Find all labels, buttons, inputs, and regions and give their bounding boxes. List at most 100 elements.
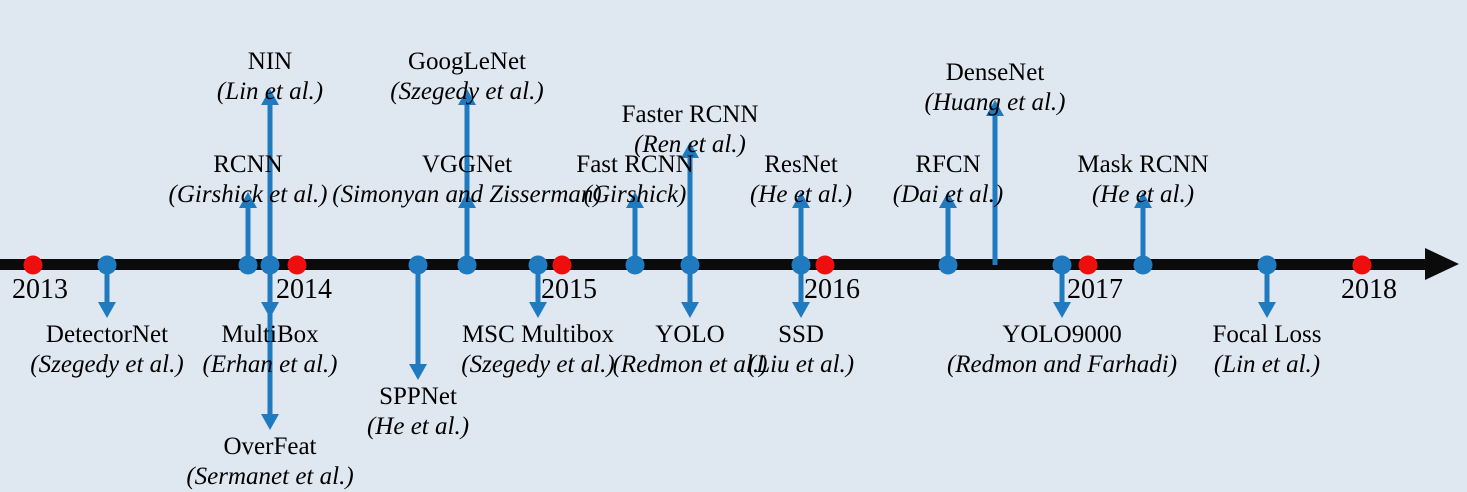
- connector-stem: [415, 264, 421, 366]
- connector-arrowhead-icon: [261, 89, 279, 105]
- timeline-event-marker[interactable]: [938, 255, 958, 274]
- connector-arrowhead-icon: [681, 142, 699, 158]
- entry-name: SSD: [778, 321, 824, 348]
- entry-label: DetectorNet (Szegedy et al.): [30, 320, 183, 380]
- connector-stem: [1140, 206, 1146, 265]
- connector-stem: [267, 264, 273, 416]
- entry-label: YOLO (Redmon et al.): [613, 320, 768, 380]
- timeline-event-marker[interactable]: [238, 255, 258, 274]
- entry-authors: (Simonyan and Zisserman): [332, 181, 602, 208]
- connector-stem: [687, 156, 693, 265]
- connector-stem: [104, 264, 110, 304]
- connector-arrowhead-icon: [98, 302, 116, 318]
- entry-label: DenseNet (Huang et al.): [925, 58, 1066, 118]
- connector-arrowhead-icon: [681, 302, 699, 318]
- entry-label: OverFeat (Sermanet et al.): [186, 432, 353, 492]
- entry-name: MultiBox: [221, 321, 319, 348]
- connector-stem: [798, 264, 804, 304]
- connector-arrowhead-icon: [529, 302, 547, 318]
- connector-arrowhead-icon: [939, 192, 957, 208]
- entry-authors: (Huang et al.): [924, 89, 1066, 116]
- entry-name: RCNN: [213, 151, 283, 178]
- connector-stem: [1264, 264, 1270, 304]
- timeline-axis: [0, 259, 1443, 270]
- entry-label: YOLO9000(Redmon and Farhadi): [947, 320, 1177, 380]
- timeline-arrowhead-icon: [1425, 248, 1459, 280]
- entry-authors: (Erhan et al.): [202, 351, 338, 378]
- entry-authors: (Sermanet et al.): [186, 463, 354, 490]
- timeline-year-marker[interactable]: [287, 255, 307, 274]
- year-label-2017: 2017: [1067, 274, 1123, 305]
- entry-label: RFCN (Dai et al.): [893, 150, 1003, 210]
- entry-label: Fast RCNN (Girshick): [576, 150, 693, 210]
- entry-authors: (Ren et al.): [634, 131, 746, 158]
- entry-authors: (Dai et al.): [892, 181, 1004, 208]
- entry-name: RFCN: [915, 151, 981, 178]
- year-label-2018: 2018: [1341, 274, 1397, 305]
- entry-label: ResNet (He et al.): [750, 150, 852, 210]
- entry-name: DenseNet: [945, 59, 1045, 86]
- entry-authors: (He et al.): [366, 413, 470, 440]
- entry-authors: (Girshick et al.): [168, 181, 328, 208]
- entry-label: NIN (Lin et al.): [217, 47, 323, 107]
- year-label-2014: 2014: [276, 274, 332, 305]
- entry-name: Faster RCNN: [621, 101, 759, 128]
- connector-arrowhead-icon: [1053, 302, 1071, 318]
- connector-stem: [267, 103, 273, 265]
- connector-arrowhead-icon: [986, 100, 1004, 116]
- entry-label: MSC Multibox (Szegedy et al.): [461, 320, 614, 380]
- entry-label: RCNN (Girshick et al.): [169, 150, 328, 210]
- connector-arrowhead-icon: [1134, 192, 1152, 208]
- entry-label: MultiBox (Erhan et al.): [203, 320, 338, 380]
- entry-label: SPPNet(He et al.): [367, 382, 469, 442]
- entry-label: Focal Loss (Lin et al.): [1212, 320, 1321, 380]
- entry-name: Focal Loss: [1212, 321, 1322, 348]
- entry-authors: (He et al.): [749, 181, 853, 208]
- year-label-2015: 2015: [541, 274, 597, 305]
- timeline-event-marker[interactable]: [457, 255, 477, 274]
- entry-name: ResNet: [764, 151, 838, 178]
- year-label-2013: 2013: [12, 274, 68, 305]
- connector-stem: [687, 264, 693, 304]
- entry-name: Mask RCNN: [1077, 151, 1209, 178]
- entry-name: Fast RCNN: [576, 151, 694, 178]
- timeline-year-marker[interactable]: [23, 255, 43, 274]
- entry-name: NIN: [247, 48, 293, 75]
- entry-label: Mask RCNN (He et al.): [1077, 150, 1208, 210]
- timeline-year-marker[interactable]: [1078, 255, 1098, 274]
- timeline-event-marker[interactable]: [625, 255, 645, 274]
- connector-stem: [1059, 264, 1065, 304]
- entry-name: DetectorNet: [45, 321, 169, 348]
- entry-authors: (He et al.): [1091, 181, 1195, 208]
- entry-authors: (Szegedy et al.): [461, 351, 615, 378]
- entry-name: MSC Multibox: [461, 321, 615, 348]
- timeline-year-marker[interactable]: [815, 255, 835, 274]
- connector-arrowhead-icon: [1258, 302, 1276, 318]
- year-label-2016: 2016: [804, 274, 860, 305]
- entry-name: OverFeat: [223, 433, 317, 460]
- entry-authors: (Lin et al.): [1213, 351, 1321, 378]
- connector-stem: [464, 103, 470, 265]
- entry-label: SSD(Liu et al.): [748, 320, 854, 380]
- entry-name: YOLO9000: [1002, 321, 1122, 348]
- connector-arrowhead-icon: [239, 192, 257, 208]
- connector-stem: [945, 206, 951, 265]
- entry-name: YOLO: [655, 321, 725, 348]
- connector-arrowhead-icon: [409, 364, 427, 380]
- timeline-event-marker[interactable]: [1133, 255, 1153, 274]
- entry-name: VGGNet: [421, 151, 513, 178]
- connector-stem: [632, 206, 638, 265]
- entry-authors: (Lin et al.): [216, 78, 324, 105]
- entry-authors: (Redmon et al.): [612, 351, 768, 378]
- entry-authors: (Szegedy et al.): [30, 351, 184, 378]
- entry-label: Faster RCNN (Ren et al.): [622, 100, 759, 160]
- timeline-year-marker[interactable]: [552, 255, 572, 274]
- entry-label: VGGNet (Simonyan and Zisserman): [332, 150, 601, 210]
- connector-stem: [535, 264, 541, 304]
- connector-stem: [798, 206, 804, 265]
- timeline-year-marker[interactable]: [1352, 255, 1372, 274]
- entry-name: GoogLeNet: [407, 48, 527, 75]
- entry-authors: (Szegedy et al.): [390, 78, 544, 105]
- entry-authors: (Girshick): [583, 181, 687, 208]
